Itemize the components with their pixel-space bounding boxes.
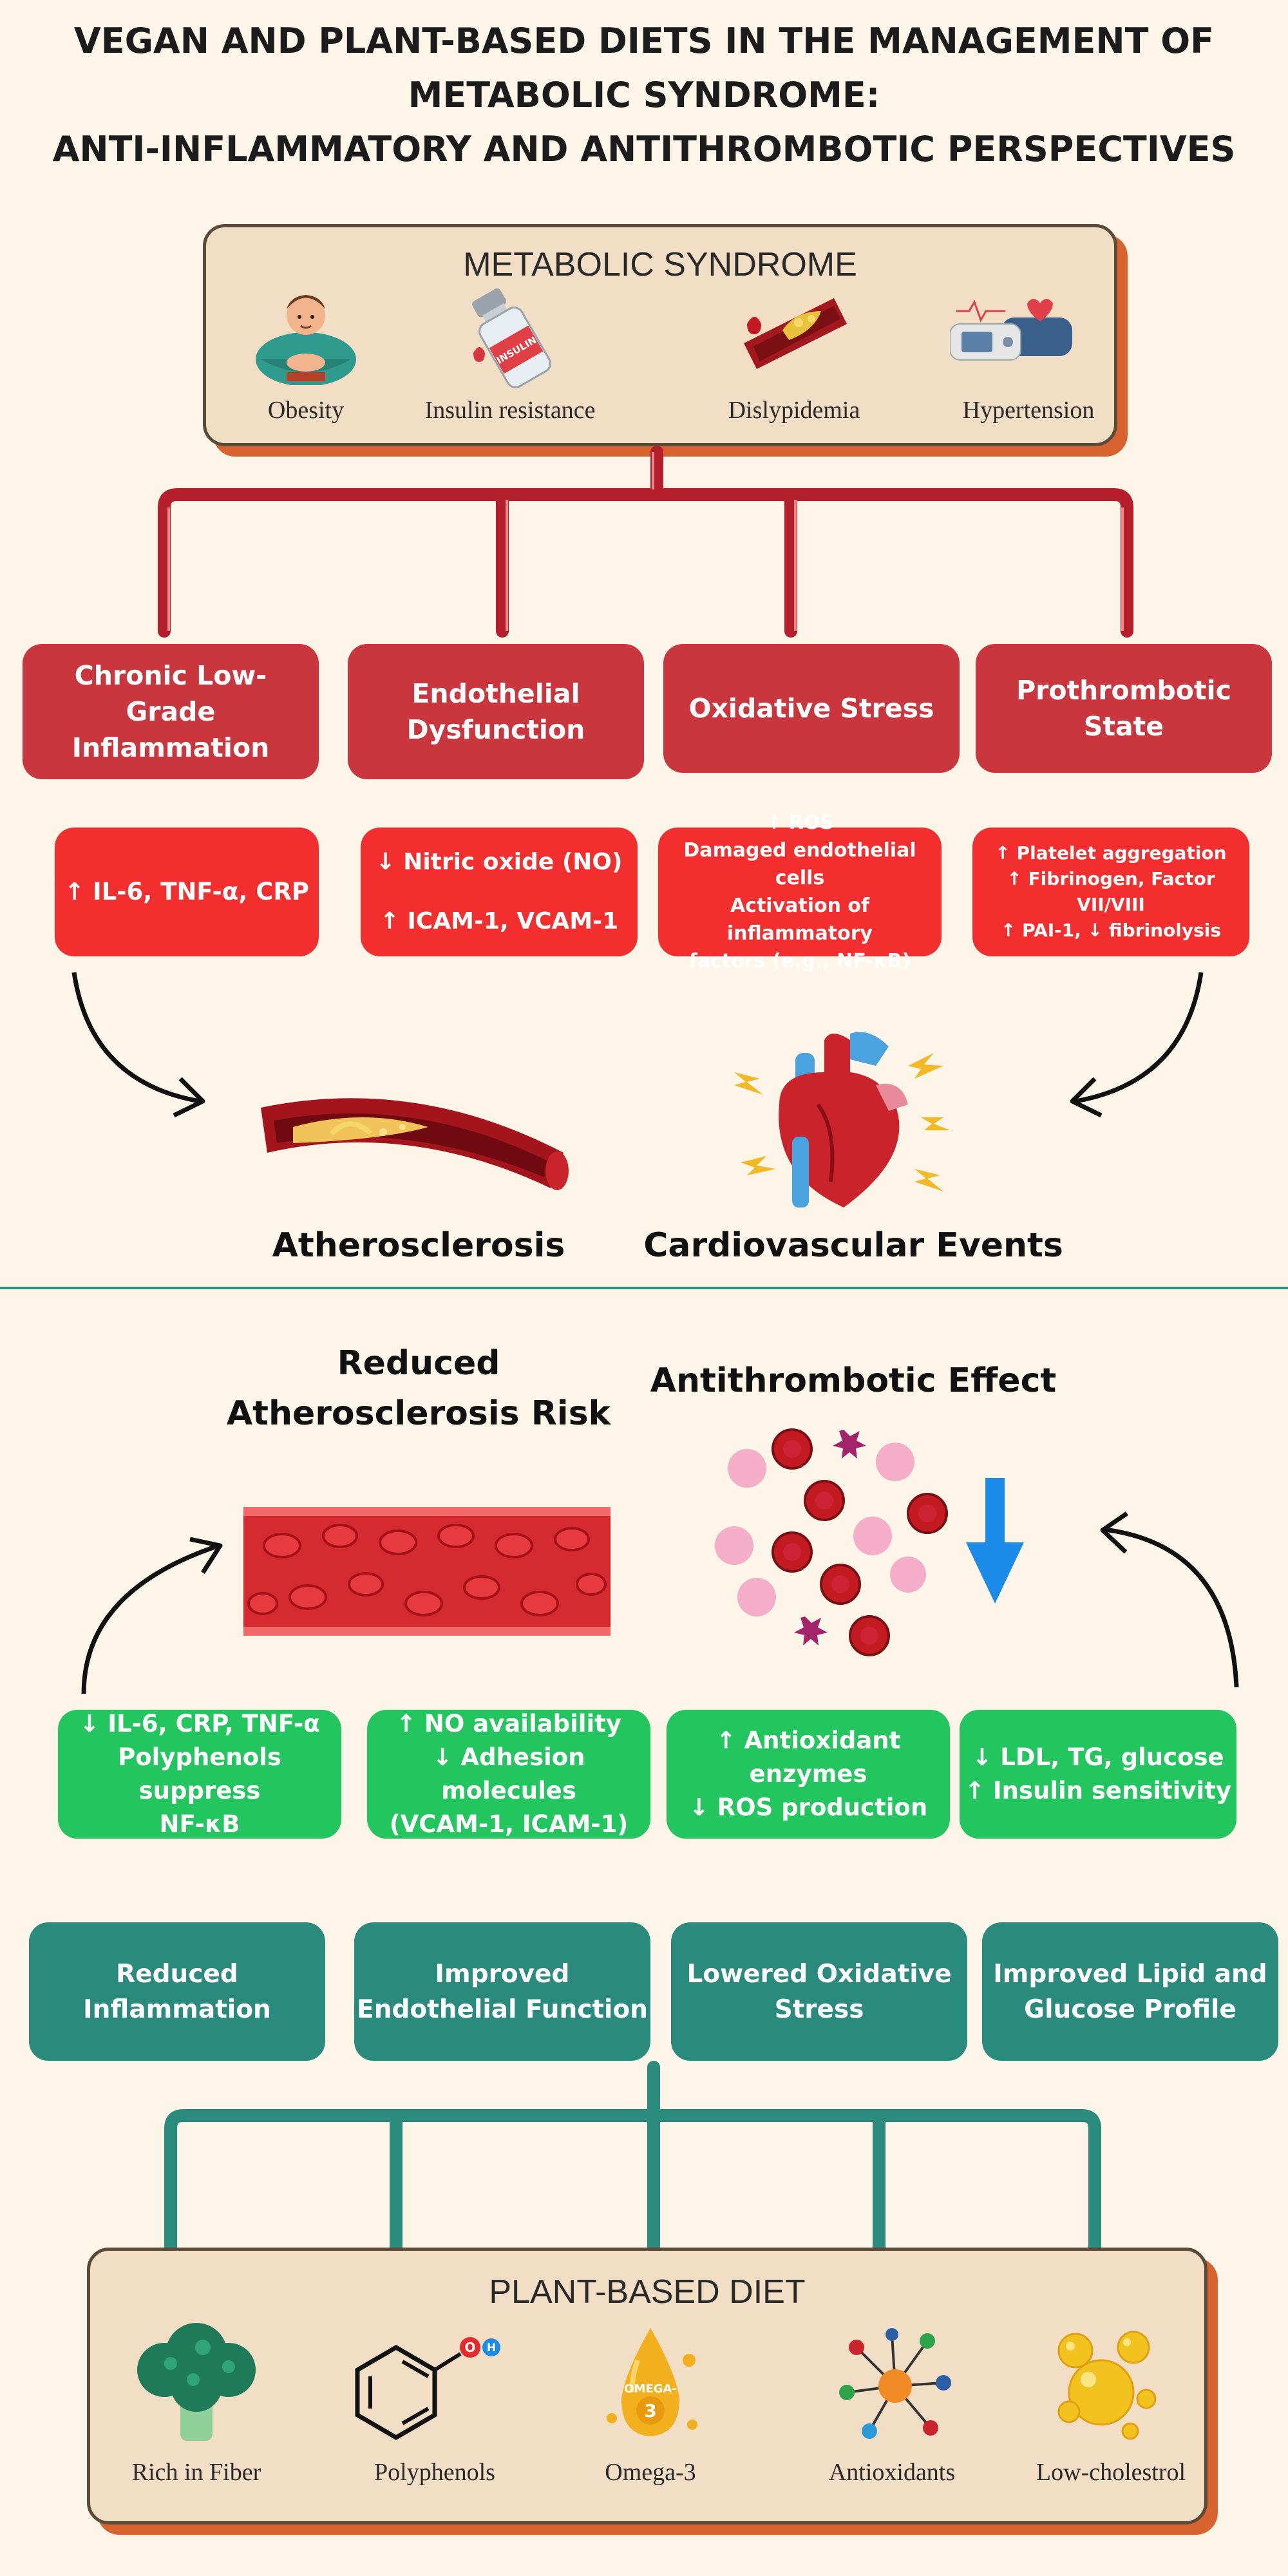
benefit-line: Polyphenols suppress (118, 1743, 281, 1804)
mechanism-line: ↑ IL-6, TNF-α, CRP (64, 878, 310, 905)
arrow-to-antithrombotic (1100, 1511, 1239, 1688)
insulin-vial-icon: INSULIN (472, 288, 551, 388)
plant-based-diet-panel: PLANT-BASED DIET Rich in Fiber O H Polyp… (87, 2248, 1208, 2524)
benefit-line: NF-κB (159, 1810, 240, 1838)
obesity-label: Obesity (267, 397, 345, 424)
phenol-molecule-icon: O H (355, 2337, 500, 2441)
broccoli-icon (137, 2323, 256, 2441)
antithrombotic-effect-title: Antithrombotic Effect (650, 1361, 1057, 1400)
dyslipidemia-label: Dislypidemia (728, 397, 860, 424)
title-line-1: VEGAN AND PLANT-BASED DIETS IN THE MANAG… (73, 21, 1215, 61)
mechanism-line: ↑ Fibrinogen, Factor VII/VIII (1007, 868, 1215, 915)
lipid-droplets-icon (1057, 2331, 1157, 2440)
mechanism-line: ↑ ICAM-1, VCAM-1 (379, 908, 619, 934)
omega3-drop-icon: OMEGA- 3 (607, 2328, 697, 2436)
hypertension-label: Hypertension (962, 397, 1095, 424)
improvement-line-1: Improved (435, 1959, 570, 1989)
omega3-text-2: 3 (644, 2400, 656, 2421)
omega3-label: Omega-3 (605, 2459, 696, 2486)
mechanism-prothrombotic: ↑ Platelet aggregation ↑ Fibrinogen, Fac… (972, 828, 1249, 956)
mechanism-line: ↑ Platelet aggregation (995, 842, 1227, 864)
section-divider (0, 1287, 1288, 1289)
healthy-vessel-icon (243, 1507, 611, 1636)
benefit-line: ↑ NO availability (396, 1710, 621, 1738)
benefit-anti-inflammatory: ↓ IL-6, CRP, TNF-α Polyphenols suppress … (58, 1710, 341, 1839)
benefit-metabolic: ↓ LDL, TG, glucose ↑ Insulin sensitivity (960, 1710, 1236, 1839)
reduced-risk-line-2: Atherosclerosis Risk (226, 1394, 611, 1433)
mechanism-line: Damaged endothelial cells (683, 839, 916, 889)
blocked-artery-icon (744, 298, 847, 369)
improvement-line-1: Lowered Oxidative (687, 1959, 952, 1989)
arrow-to-reduced-risk (81, 1537, 223, 1694)
atherosclerosis-label: Atherosclerosis (272, 1226, 565, 1265)
improvement-line-2: Inflammation (83, 1994, 271, 2024)
diet-connector-lines (164, 2061, 1101, 2254)
artery-plaque-icon (261, 1098, 569, 1190)
mechanism-oxidative: ↑ ROS Damaged endothelial cells Activati… (658, 811, 942, 972)
decrease-arrow-icon (966, 1478, 1024, 1604)
arrow-to-atherosclerosis (71, 972, 205, 1118)
plant-based-diet-heading: PLANT-BASED DIET (489, 2273, 806, 2311)
benefit-endothelial: ↑ NO availability ↓ Adhesion molecules (… (367, 1710, 650, 1839)
antioxidant-molecule-icon (839, 2328, 951, 2439)
metabolic-syndrome-heading: METABOLIC SYNDROME (463, 246, 857, 283)
cardiovascular-events-label: Cardiovascular Events (643, 1226, 1063, 1265)
phenol-h-text: H (487, 2342, 496, 2354)
polyphenols-label: Polyphenols (374, 2459, 495, 2486)
insulin-resistance-label: Insulin resistance (424, 397, 596, 424)
benefit-line: ↓ IL-6, CRP, TNF-α (79, 1710, 320, 1738)
mechanism-endothelial: ↓ Nitric oxide (NO) ↑ ICAM-1, VCAM-1 (361, 828, 638, 956)
reduced-atherosclerosis-risk-title: Reduced Atherosclerosis Risk (206, 1338, 631, 1439)
title-line-2: METABOLIC SYNDROME: (408, 75, 880, 115)
mechanism-line: ↓ Nitric oxide (NO) (375, 849, 623, 875)
antioxidants-label: Antioxidants (828, 2459, 956, 2486)
blood-pressure-monitor-icon (950, 299, 1072, 361)
improvement-line-2: Stress (774, 1994, 864, 2024)
benefit-line: ↓ ROS production (688, 1794, 928, 1821)
improvement-line-2: Endothelial Function (357, 1994, 648, 2024)
benefit-line: ↓ Adhesion molecules (432, 1743, 585, 1804)
condition-prothrombotic-state: Prothrombotic State (976, 644, 1272, 773)
heart-icon (734, 1032, 950, 1208)
omega3-text-1: OMEGA- (624, 2382, 677, 2396)
benefit-line: ↑ Insulin sensitivity (964, 1777, 1232, 1804)
obese-person-icon (256, 295, 356, 385)
improvement-line-1: Improved Lipid and (993, 1959, 1267, 1989)
mechanism-line: Activation of inflammatory (726, 895, 873, 945)
mechanism-line: ↑ ROS (766, 811, 834, 834)
metabolic-syndrome-panel: METABOLIC SYNDROME Obesity INSULIN Insul… (203, 224, 1117, 446)
reduced-risk-line-1: Reduced (337, 1344, 500, 1383)
low-cholesterol-label: Low-cholestrol (1036, 2459, 1186, 2486)
improvement-line-1: Reduced (116, 1959, 238, 1989)
condition-inflammation: Chronic Low-Grade Inflammation (23, 644, 319, 779)
mechanism-line: factors (e.g., NF-κB) (688, 950, 911, 972)
improvement-line-2: Glucose Profile (1024, 1994, 1236, 2024)
fiber-label: Rich in Fiber (131, 2459, 261, 2486)
condition-oxidative-stress: Oxidative Stress (663, 644, 960, 773)
benefit-antioxidant: ↑ Antioxidant enzymes ↓ ROS production (667, 1710, 950, 1839)
condition-endothelial-dysfunction: Endothelial Dysfunction (348, 644, 644, 779)
mechanism-inflammation: ↑ IL-6, TNF-α, CRP (55, 828, 319, 956)
benefit-line: ↑ Antioxidant enzymes (715, 1727, 901, 1788)
phenol-o-text: O (464, 2340, 475, 2355)
title-line-3: ANTI-INFLAMMATORY AND ANTITHROMBOTIC PER… (52, 129, 1236, 169)
benefit-line: (VCAM-1, ICAM-1) (389, 1810, 629, 1838)
blood-cells-platelets-icon (715, 1428, 948, 1656)
mechanism-line: ↑ PAI-1, ↓ fibrinolysis (1000, 920, 1222, 941)
page-title: VEGAN AND PLANT-BASED DIETS IN THE MANAG… (0, 14, 1288, 176)
benefit-line: ↓ LDL, TG, glucose (972, 1743, 1224, 1771)
arrow-to-cardiovascular (1070, 972, 1204, 1118)
syndrome-connector-lines (158, 446, 1133, 638)
